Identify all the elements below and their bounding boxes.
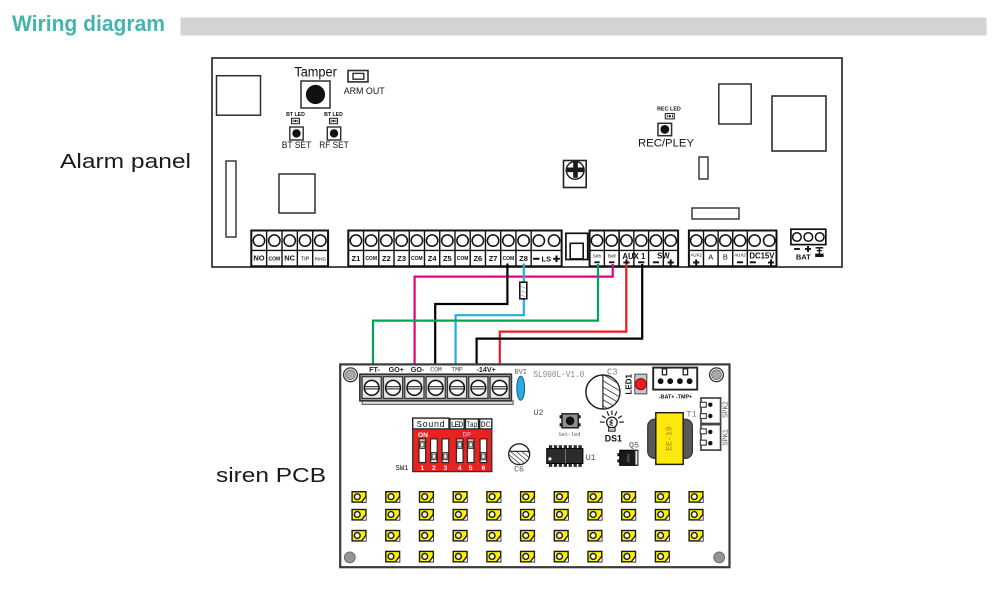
svg-text:Z3: Z3 [397,254,406,263]
svg-text:EE-19: EE-19 [666,426,675,451]
svg-text:ON: ON [418,432,428,439]
svg-text:NC: NC [284,254,295,263]
svg-text:B: B [723,253,728,262]
svg-text:LS: LS [542,255,552,264]
svg-text:-14V+: -14V+ [477,365,496,374]
svg-text:COM: COM [411,256,423,262]
svg-text:REC LED: REC LED [657,107,681,113]
svg-text:BT LED: BT LED [286,112,305,118]
svg-text:COM: COM [457,256,469,262]
svg-text:C6: C6 [514,466,524,475]
svg-text:DP: DP [463,433,471,439]
svg-text:siren PCB: siren PCB [216,464,326,487]
svg-text:REC/PLEY: REC/PLEY [638,138,695,150]
svg-text:GO-: GO- [411,365,425,374]
svg-text:5: 5 [469,465,473,472]
svg-text:AUX2: AUX2 [734,253,746,258]
svg-text:LED1: LED1 [625,374,634,395]
svg-text:U2: U2 [533,408,543,418]
svg-text:Z5: Z5 [443,254,452,263]
svg-text:RVI: RVI [514,369,527,377]
svg-text:RF SET: RF SET [319,140,349,150]
svg-text:Z7: Z7 [489,254,498,263]
svg-text:SL900L-V1.0: SL900L-V1.0 [533,370,584,380]
svg-text:BAT: BAT [796,253,811,262]
svg-text:TMP: TMP [451,367,463,374]
svg-text:U1: U1 [586,453,596,463]
svg-text:A: A [708,253,713,262]
svg-text:SPK1: SPK1 [722,429,730,446]
svg-text:Z8: Z8 [519,254,528,263]
svg-text:BT LED: BT LED [324,112,343,118]
svg-text:SW1: SW1 [396,465,409,473]
svg-text:COM: COM [365,256,377,262]
svg-text:RING: RING [315,257,327,262]
svg-text:1: 1 [420,465,424,472]
svg-text:Z6: Z6 [473,254,482,263]
svg-text:Wiring diagram: Wiring diagram [12,11,165,36]
svg-text:SW: SW [657,252,670,261]
svg-text:Sirb: Sirb [593,254,602,259]
svg-text:COM: COM [502,256,514,262]
svg-text:Set-led: Set-led [559,432,581,438]
svg-text:Alarm panel: Alarm panel [60,150,191,173]
svg-text:-BAT+ -TMP+: -BAT+ -TMP+ [659,394,692,400]
svg-text:AUX2: AUX2 [690,253,702,258]
svg-text:Z4: Z4 [428,254,438,263]
svg-text:4: 4 [458,465,462,472]
svg-text:FT-: FT- [369,365,380,374]
svg-text:Z1: Z1 [352,254,361,263]
svg-text:Bell: Bell [608,254,616,259]
svg-text:D882: D882 [627,454,631,463]
svg-text:Tamper: Tamper [294,65,337,80]
svg-text:Z2: Z2 [382,254,391,263]
svg-text:COM: COM [430,367,442,374]
svg-text:2: 2 [432,465,436,472]
svg-text:TIP: TIP [301,257,310,263]
svg-text:DC15V: DC15V [749,252,775,261]
svg-text:SPK2: SPK2 [722,401,730,418]
svg-text:ARM OUT: ARM OUT [344,86,385,96]
svg-text:Q5: Q5 [629,441,639,451]
svg-text:6: 6 [482,465,486,472]
svg-text:BT SET: BT SET [282,140,312,150]
svg-text:3: 3 [444,465,448,472]
svg-text:NO: NO [253,254,264,263]
svg-text:DS1: DS1 [605,433,622,443]
svg-text:COM: COM [268,257,280,263]
svg-text:GO+: GO+ [389,365,404,374]
svg-text:T1: T1 [686,409,696,419]
svg-text:Sound: Sound [417,420,445,430]
